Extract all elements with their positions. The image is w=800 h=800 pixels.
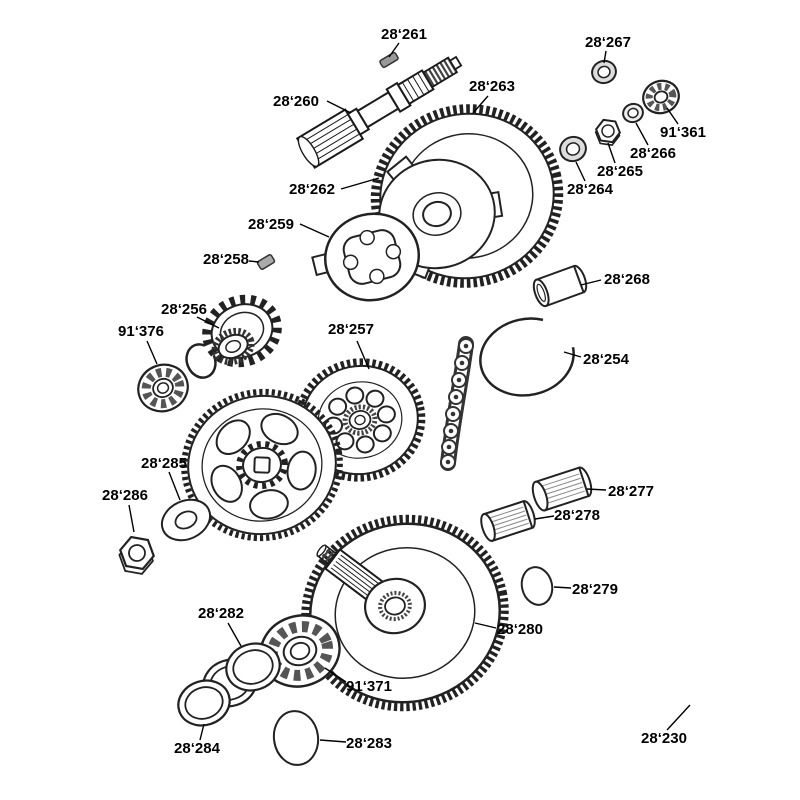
part-label-28277: 28‘277 <box>608 483 654 500</box>
leader-28260 <box>326 100 352 114</box>
part-pin-28258 <box>256 254 276 270</box>
part-bearing-race-28282-inner <box>225 642 281 692</box>
leader-28268 <box>580 279 602 286</box>
leader-28280 <box>474 622 497 629</box>
leader-91361 <box>666 107 679 125</box>
part-label-28261: 28‘261 <box>381 26 427 43</box>
leader-28258 <box>248 260 260 263</box>
part-o-ring-28283 <box>272 710 320 766</box>
part-hex-nut-28265 <box>594 118 622 146</box>
leader-28263 <box>472 95 489 114</box>
part-label-28266: 28‘266 <box>630 145 676 162</box>
part-label-91376: 91‘376 <box>118 323 164 340</box>
leader-28285 <box>168 471 181 501</box>
part-pin-28261 <box>379 51 399 69</box>
part-washer-28264 <box>559 135 587 163</box>
part-spoked-sprocket <box>181 388 343 542</box>
leader-28278 <box>534 515 555 520</box>
part-label-28258: 28‘258 <box>203 251 249 268</box>
leader-28279 <box>553 586 572 589</box>
part-needle-bushing-28277 <box>531 466 593 512</box>
leader-28256 <box>196 316 220 329</box>
part-label-28256: 28‘256 <box>161 301 207 318</box>
leader-28283 <box>319 739 347 743</box>
part-label-28263: 28‘263 <box>469 78 515 95</box>
part-drive-chain <box>440 336 474 471</box>
part-label-28265: 28‘265 <box>597 163 643 180</box>
part-label-28282: 28‘282 <box>198 605 244 622</box>
part-label-28268: 28‘268 <box>604 271 650 288</box>
part-drive-gear-hub <box>364 577 426 635</box>
part-label-28279: 28‘279 <box>572 581 618 598</box>
part-label-91371: 91‘371 <box>346 678 392 695</box>
leader-28265 <box>607 142 616 164</box>
part-label-28264: 28‘264 <box>567 181 614 198</box>
part-o-ring-28279 <box>520 566 554 606</box>
leader-28262 <box>340 177 380 190</box>
leader-91376 <box>146 340 158 365</box>
part-label-28278: 28‘278 <box>554 507 600 524</box>
leader-28266 <box>635 122 649 146</box>
part-label-28286: 28‘286 <box>102 487 148 504</box>
leader-28230 <box>666 704 691 731</box>
part-label-28284: 28‘284 <box>174 740 221 757</box>
part-main-shaft-28260 <box>295 55 463 169</box>
part-label-28257: 28‘257 <box>328 321 374 338</box>
leader-28284 <box>199 723 205 741</box>
leader-28261 <box>388 42 400 58</box>
part-bushing-28268 <box>532 264 588 308</box>
leader-91371 <box>324 667 347 683</box>
part-ring-28284 <box>177 679 231 727</box>
part-ball-bearing-91376 <box>137 363 189 413</box>
part-label-28262: 28‘262 <box>289 181 335 198</box>
part-label-28260: 28‘260 <box>273 93 319 110</box>
part-label-28230: 28‘230 <box>641 730 687 747</box>
leader-lines <box>128 42 691 743</box>
leader-28277 <box>586 488 607 491</box>
part-washer-28266 <box>622 102 644 124</box>
leader-28254 <box>563 351 582 358</box>
part-ball-bearing-91361 <box>642 79 680 115</box>
leader-28264 <box>575 161 586 182</box>
leader-28286 <box>128 504 135 533</box>
part-label-28267: 28‘267 <box>585 34 631 51</box>
part-hex-nut-28286 <box>118 535 155 575</box>
part-sprocket-28256 <box>202 294 282 368</box>
part-label-28280: 28‘280 <box>497 621 543 638</box>
part-label-28254: 28‘254 <box>583 351 630 368</box>
part-washer-28285 <box>160 498 212 542</box>
part-needle-bushing-28278 <box>480 499 536 543</box>
leader-28267 <box>603 50 607 64</box>
part-label-91361: 91‘361 <box>660 124 706 141</box>
part-label-28259: 28‘259 <box>248 216 294 233</box>
leader-28259 <box>299 223 330 238</box>
part-circlip-28254 <box>479 317 575 397</box>
leader-28282 <box>227 622 242 647</box>
part-label-28283: 28‘283 <box>346 735 392 752</box>
leader-28257 <box>356 340 370 370</box>
part-washer-28267 <box>591 59 617 85</box>
part-label-28285: 28‘285 <box>141 455 187 472</box>
part-ratchet-28259 <box>311 212 421 302</box>
